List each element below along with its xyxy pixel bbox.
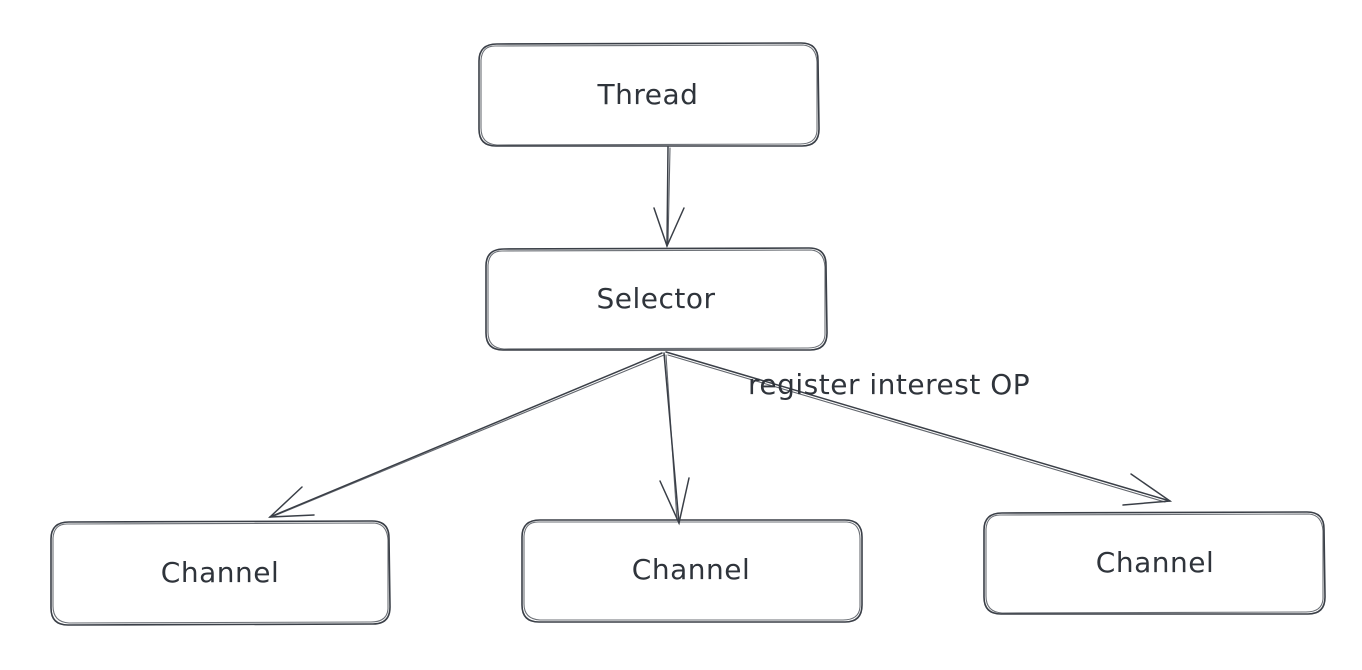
edge-selector-to-channel-left <box>268 352 665 518</box>
node-selector-label: Selector <box>596 282 715 315</box>
node-thread[interactable]: Thread <box>478 42 820 147</box>
edge-thread-to-selector <box>653 146 685 249</box>
arrowhead-selector-to-channel-left <box>268 486 315 518</box>
node-selector[interactable]: Selector <box>485 247 828 351</box>
arrowhead-selector-to-channel-middle <box>659 477 690 526</box>
node-channel-left[interactable]: Channel <box>50 520 391 626</box>
edge-label-register-interest-op: register interest OP <box>748 368 1030 401</box>
node-channel-right[interactable]: Channel <box>983 511 1326 615</box>
edge-selector-to-channel-middle <box>659 352 690 526</box>
arrowhead-selector-to-channel-right <box>1122 473 1173 506</box>
node-thread-label: Thread <box>597 78 699 111</box>
node-channel-middle-label: Channel <box>632 553 750 586</box>
node-channel-middle[interactable]: Channel <box>521 519 863 623</box>
node-channel-left-label: Channel <box>161 556 279 589</box>
arrowhead-thread-to-selector <box>653 207 685 249</box>
node-channel-right-label: Channel <box>1096 546 1214 579</box>
edge-selector-to-channel-right: register interest OP <box>665 351 1173 506</box>
